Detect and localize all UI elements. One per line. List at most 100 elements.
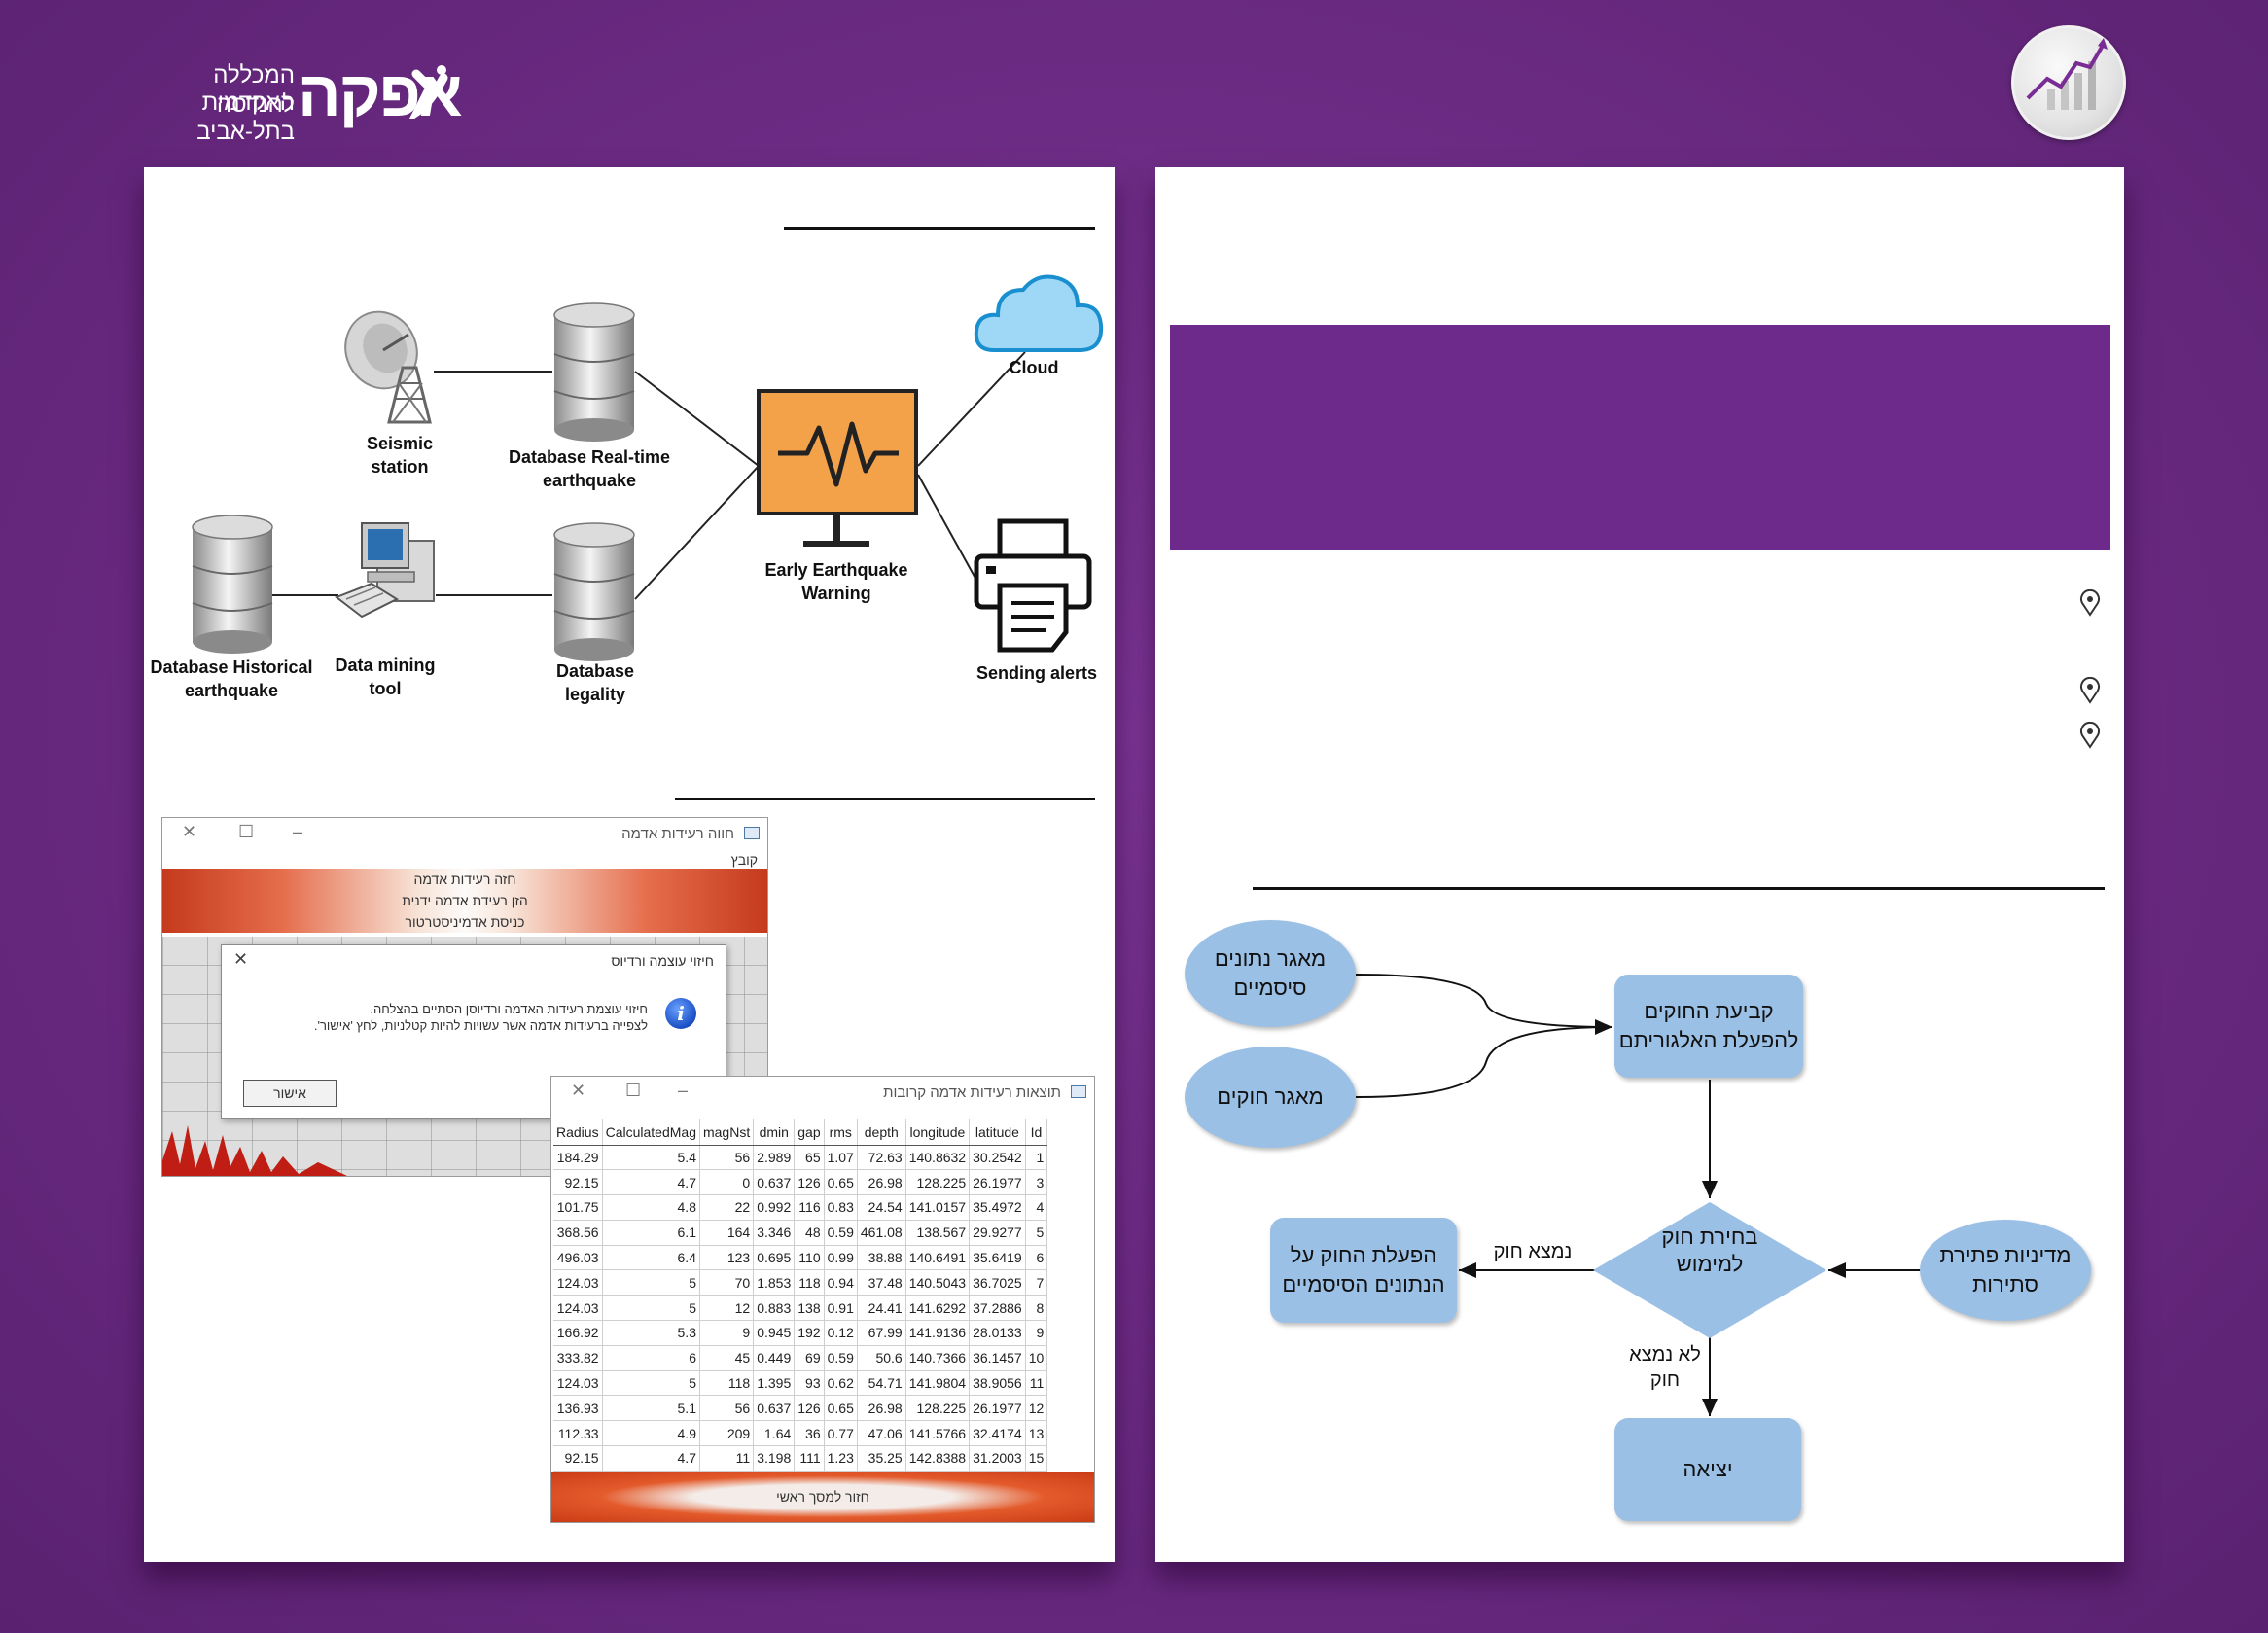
table-cell: 0.695 xyxy=(753,1245,796,1271)
table-cell: 0.883 xyxy=(753,1295,796,1322)
cloud-label: Cloud xyxy=(1009,358,1059,377)
determine-rules-node: קביעת החוקים להפעלת האלגוריתם xyxy=(1614,975,1803,1078)
column-header[interactable]: Radius xyxy=(553,1119,603,1146)
table-cell: 29.9277 xyxy=(969,1220,1026,1246)
table-cell: 15 xyxy=(1025,1445,1048,1472)
table-cell: 5.1 xyxy=(602,1395,700,1422)
table-cell: 45 xyxy=(699,1345,755,1371)
cloud-icon xyxy=(974,274,1104,352)
back-to-main-button[interactable]: חזור למסך ראשי xyxy=(551,1472,1094,1522)
table-cell: 22 xyxy=(699,1194,755,1221)
table-cell: 92.15 xyxy=(553,1169,603,1196)
table-cell: 0.94 xyxy=(824,1269,858,1296)
brand-subtitle-line1: המכללה האקדמית xyxy=(201,62,295,116)
table-cell: 37.2886 xyxy=(969,1295,1026,1322)
brand-logo: המכללה האקדמית להנדסה בתל-אביב אפקה xyxy=(144,57,465,145)
sending-alerts-label: Sending alerts xyxy=(975,663,1098,683)
table-cell: 184.29 xyxy=(553,1145,603,1171)
maximize-icon[interactable]: ☐ xyxy=(625,1081,642,1100)
table-cell: 166.92 xyxy=(553,1320,603,1346)
table-cell: 6.4 xyxy=(602,1245,700,1271)
table-cell: 24.41 xyxy=(857,1295,906,1322)
table-cell: 140.6491 xyxy=(905,1245,971,1271)
table-cell: 93 xyxy=(794,1370,825,1397)
rule-found-label: נמצא חוק xyxy=(1493,1241,1573,1262)
column-header[interactable]: magNst xyxy=(699,1119,755,1146)
brand-mark-icon xyxy=(408,65,448,119)
table-cell: 0.637 xyxy=(753,1169,796,1196)
column-header[interactable]: rms xyxy=(824,1119,858,1146)
column-header[interactable]: gap xyxy=(794,1119,825,1146)
table-cell: 5.4 xyxy=(602,1145,700,1171)
column-header[interactable]: dmin xyxy=(753,1119,796,1146)
ok-button[interactable]: אישור xyxy=(243,1080,337,1107)
conflict-policy-node: מדיניות פתירת סתירות xyxy=(1920,1220,2091,1321)
growth-chart-icon xyxy=(2026,38,2108,110)
close-icon[interactable]: ✕ xyxy=(571,1081,586,1100)
exit-node: יציאה xyxy=(1614,1418,1801,1521)
manual-earthquake-entry-button[interactable]: הזן רעידת אדמה ידנית xyxy=(162,890,767,911)
predict-earthquakes-button[interactable]: חזה רעידות אדמה xyxy=(162,869,767,890)
table-cell: 37.48 xyxy=(857,1269,906,1296)
table-cell: 124.03 xyxy=(553,1295,603,1322)
column-header[interactable]: CalculatedMag xyxy=(602,1119,700,1146)
column-header[interactable]: depth xyxy=(857,1119,906,1146)
table-cell: 4.7 xyxy=(602,1445,700,1472)
menu-file[interactable]: קובץ xyxy=(730,852,758,868)
window-titlebar: חווה רעידות אדמה ✕ ☐ – xyxy=(162,818,767,849)
table-cell: 0.449 xyxy=(753,1345,796,1371)
table-cell: 0.77 xyxy=(824,1420,858,1447)
table-cell: 67.99 xyxy=(857,1320,906,1346)
location-pin-icon xyxy=(2080,722,2100,749)
minimize-icon[interactable]: – xyxy=(678,1081,689,1100)
table-cell: 92.15 xyxy=(553,1445,603,1472)
table-cell: 110 xyxy=(794,1245,825,1271)
admin-login-button[interactable]: כניסת אדמיניסטרטור xyxy=(162,911,767,933)
results-window-title: תוצאות רעידות אדמה קרובות xyxy=(883,1084,1061,1101)
table-cell: 0.637 xyxy=(753,1395,796,1422)
apply-rule-node: הפעלת החוק על הנתונים הסיסמיים xyxy=(1270,1218,1457,1323)
close-icon[interactable]: ✕ xyxy=(182,822,197,841)
table-cell: 69 xyxy=(794,1345,825,1371)
table-cell: 56 xyxy=(699,1145,755,1171)
table-cell: 124.03 xyxy=(553,1269,603,1296)
dialog-close-icon[interactable]: ✕ xyxy=(233,949,249,969)
table-cell: 35.25 xyxy=(857,1445,906,1472)
table-cell: 35.4972 xyxy=(969,1194,1026,1221)
table-cell: 2.989 xyxy=(753,1145,796,1171)
maximize-icon[interactable]: ☐ xyxy=(238,822,255,841)
table-cell: 26.98 xyxy=(857,1169,906,1196)
seismograph-graphic xyxy=(162,1125,347,1176)
minimize-icon[interactable]: – xyxy=(293,822,303,841)
table-cell: 4 xyxy=(1025,1194,1048,1221)
decision-diamond xyxy=(1593,1202,1826,1338)
column-header[interactable]: latitude xyxy=(969,1119,1026,1146)
table-cell: 138 xyxy=(794,1295,825,1322)
column-header[interactable]: longitude xyxy=(905,1119,971,1146)
table-cell: 5 xyxy=(602,1269,700,1296)
table-cell: 140.8632 xyxy=(905,1145,971,1171)
table-cell: 10 xyxy=(1025,1345,1048,1371)
section-rule xyxy=(1253,887,2105,890)
column-header[interactable]: Id xyxy=(1025,1119,1048,1146)
table-cell: 141.9804 xyxy=(905,1370,971,1397)
table-cell: 4.8 xyxy=(602,1194,700,1221)
